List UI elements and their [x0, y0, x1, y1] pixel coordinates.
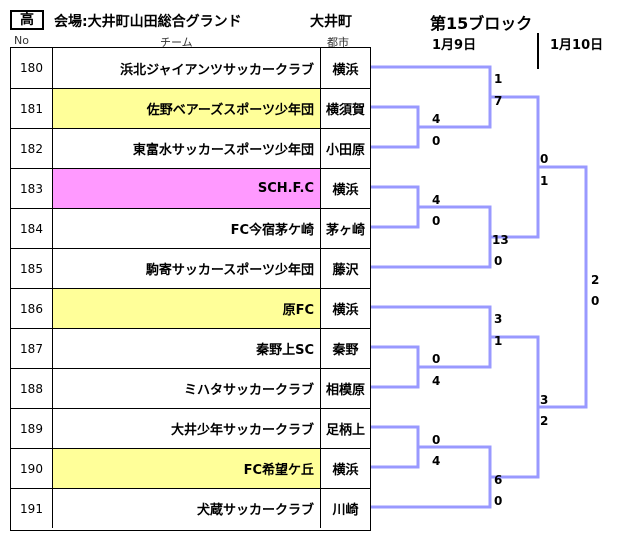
team-name: SCH.F.C	[53, 169, 321, 208]
team-city: 藤沢	[332, 263, 359, 278]
score-r2-w2: 13	[492, 233, 509, 247]
day2-label: 1月10日	[550, 38, 604, 53]
score-qf-top-a: 0	[540, 152, 549, 166]
team-name: 大井少年サッカークラブ	[53, 409, 321, 448]
bracket-line	[490, 335, 540, 479]
col-no-header: No	[14, 34, 29, 47]
col-city-header: 都市	[327, 36, 349, 49]
team-name: FC希望ケ丘	[53, 449, 321, 488]
team-city: 秦野	[332, 343, 359, 358]
bracket-line	[538, 165, 588, 409]
score-r2-191: 0	[494, 494, 503, 508]
bracket-line	[371, 425, 420, 469]
score-r1-184: 0	[432, 214, 441, 228]
score-r1-181: 4	[432, 112, 441, 126]
team-name: 駒寄サッカースポーツ少年団	[53, 249, 321, 288]
team-number: 182	[11, 129, 53, 168]
score-r1-189: 0	[432, 433, 441, 447]
team-city: 茅ヶ崎	[325, 223, 365, 238]
team-city: 足柄上	[325, 423, 365, 438]
team-number: 189	[11, 409, 53, 448]
team-city: 川崎	[332, 503, 359, 518]
team-number: 180	[11, 48, 53, 88]
team-name: FC今宿茅ケ崎	[53, 209, 321, 248]
team-number: 190	[11, 449, 53, 488]
team-city: 横須賀	[325, 103, 365, 118]
team-city: 横浜	[332, 463, 359, 478]
score-final-b: 0	[591, 294, 600, 308]
team-name: 犬蔵サッカークラブ	[53, 489, 321, 528]
bracket-line	[371, 305, 492, 369]
team-number: 191	[11, 489, 53, 528]
score-r2-180: 1	[494, 72, 503, 86]
bracket-line	[371, 105, 420, 149]
bracket-line	[490, 95, 540, 239]
score-qf-top-b: 1	[540, 174, 549, 188]
score-qf-bottom-b: 2	[540, 414, 549, 428]
team-name: ミハタサッカークラブ	[53, 369, 321, 408]
score-r2-w4: 6	[494, 473, 503, 487]
bracket-line	[371, 65, 492, 129]
score-r2-w3: 1	[494, 334, 503, 348]
venue-label: 会場:大井町山田総合グランド	[54, 14, 242, 30]
team-city: 横浜	[332, 183, 359, 198]
team-number: 185	[11, 249, 53, 288]
team-name: 東富水サッカースポーツ少年団	[53, 129, 321, 168]
day-divider	[537, 33, 539, 69]
category-badge: 高	[10, 10, 44, 30]
score-r1-190: 4	[432, 454, 441, 468]
team-name: 秦野上SC	[53, 329, 321, 368]
team-city: 横浜	[332, 303, 359, 318]
score-r1-182: 0	[432, 134, 441, 148]
team-number: 186	[11, 289, 53, 328]
team-city: 相模原	[325, 383, 365, 398]
bracket-line	[371, 445, 492, 509]
town-label: 大井町	[310, 14, 352, 30]
score-r1-183: 4	[432, 193, 441, 207]
team-name: 原FC	[53, 289, 321, 328]
team-number: 184	[11, 209, 53, 248]
score-final-a: 2	[591, 273, 600, 287]
score-r2-185: 0	[494, 254, 503, 268]
team-number: 181	[11, 89, 53, 128]
day1-label: 1月9日	[432, 38, 477, 53]
score-r2-w1: 7	[494, 94, 503, 108]
col-team-header: チーム	[160, 36, 193, 49]
bracket-line	[371, 205, 492, 269]
team-number: 187	[11, 329, 53, 368]
team-city: 横浜	[332, 62, 359, 78]
team-number: 183	[11, 169, 53, 208]
team-name: 佐野ベアーズスポーツ少年団	[53, 89, 321, 128]
score-r2-186: 3	[494, 312, 503, 326]
score-r1-188: 4	[432, 374, 441, 388]
bracket-line	[371, 345, 420, 389]
team-city: 小田原	[325, 143, 365, 158]
bracket-line	[371, 185, 420, 229]
score-qf-bottom-a: 3	[540, 393, 549, 407]
block-title: 第15ブロック	[430, 14, 533, 33]
score-r1-187: 0	[432, 352, 441, 366]
team-number: 188	[11, 369, 53, 408]
team-name: 浜北ジャイアンツサッカークラブ	[53, 48, 321, 88]
